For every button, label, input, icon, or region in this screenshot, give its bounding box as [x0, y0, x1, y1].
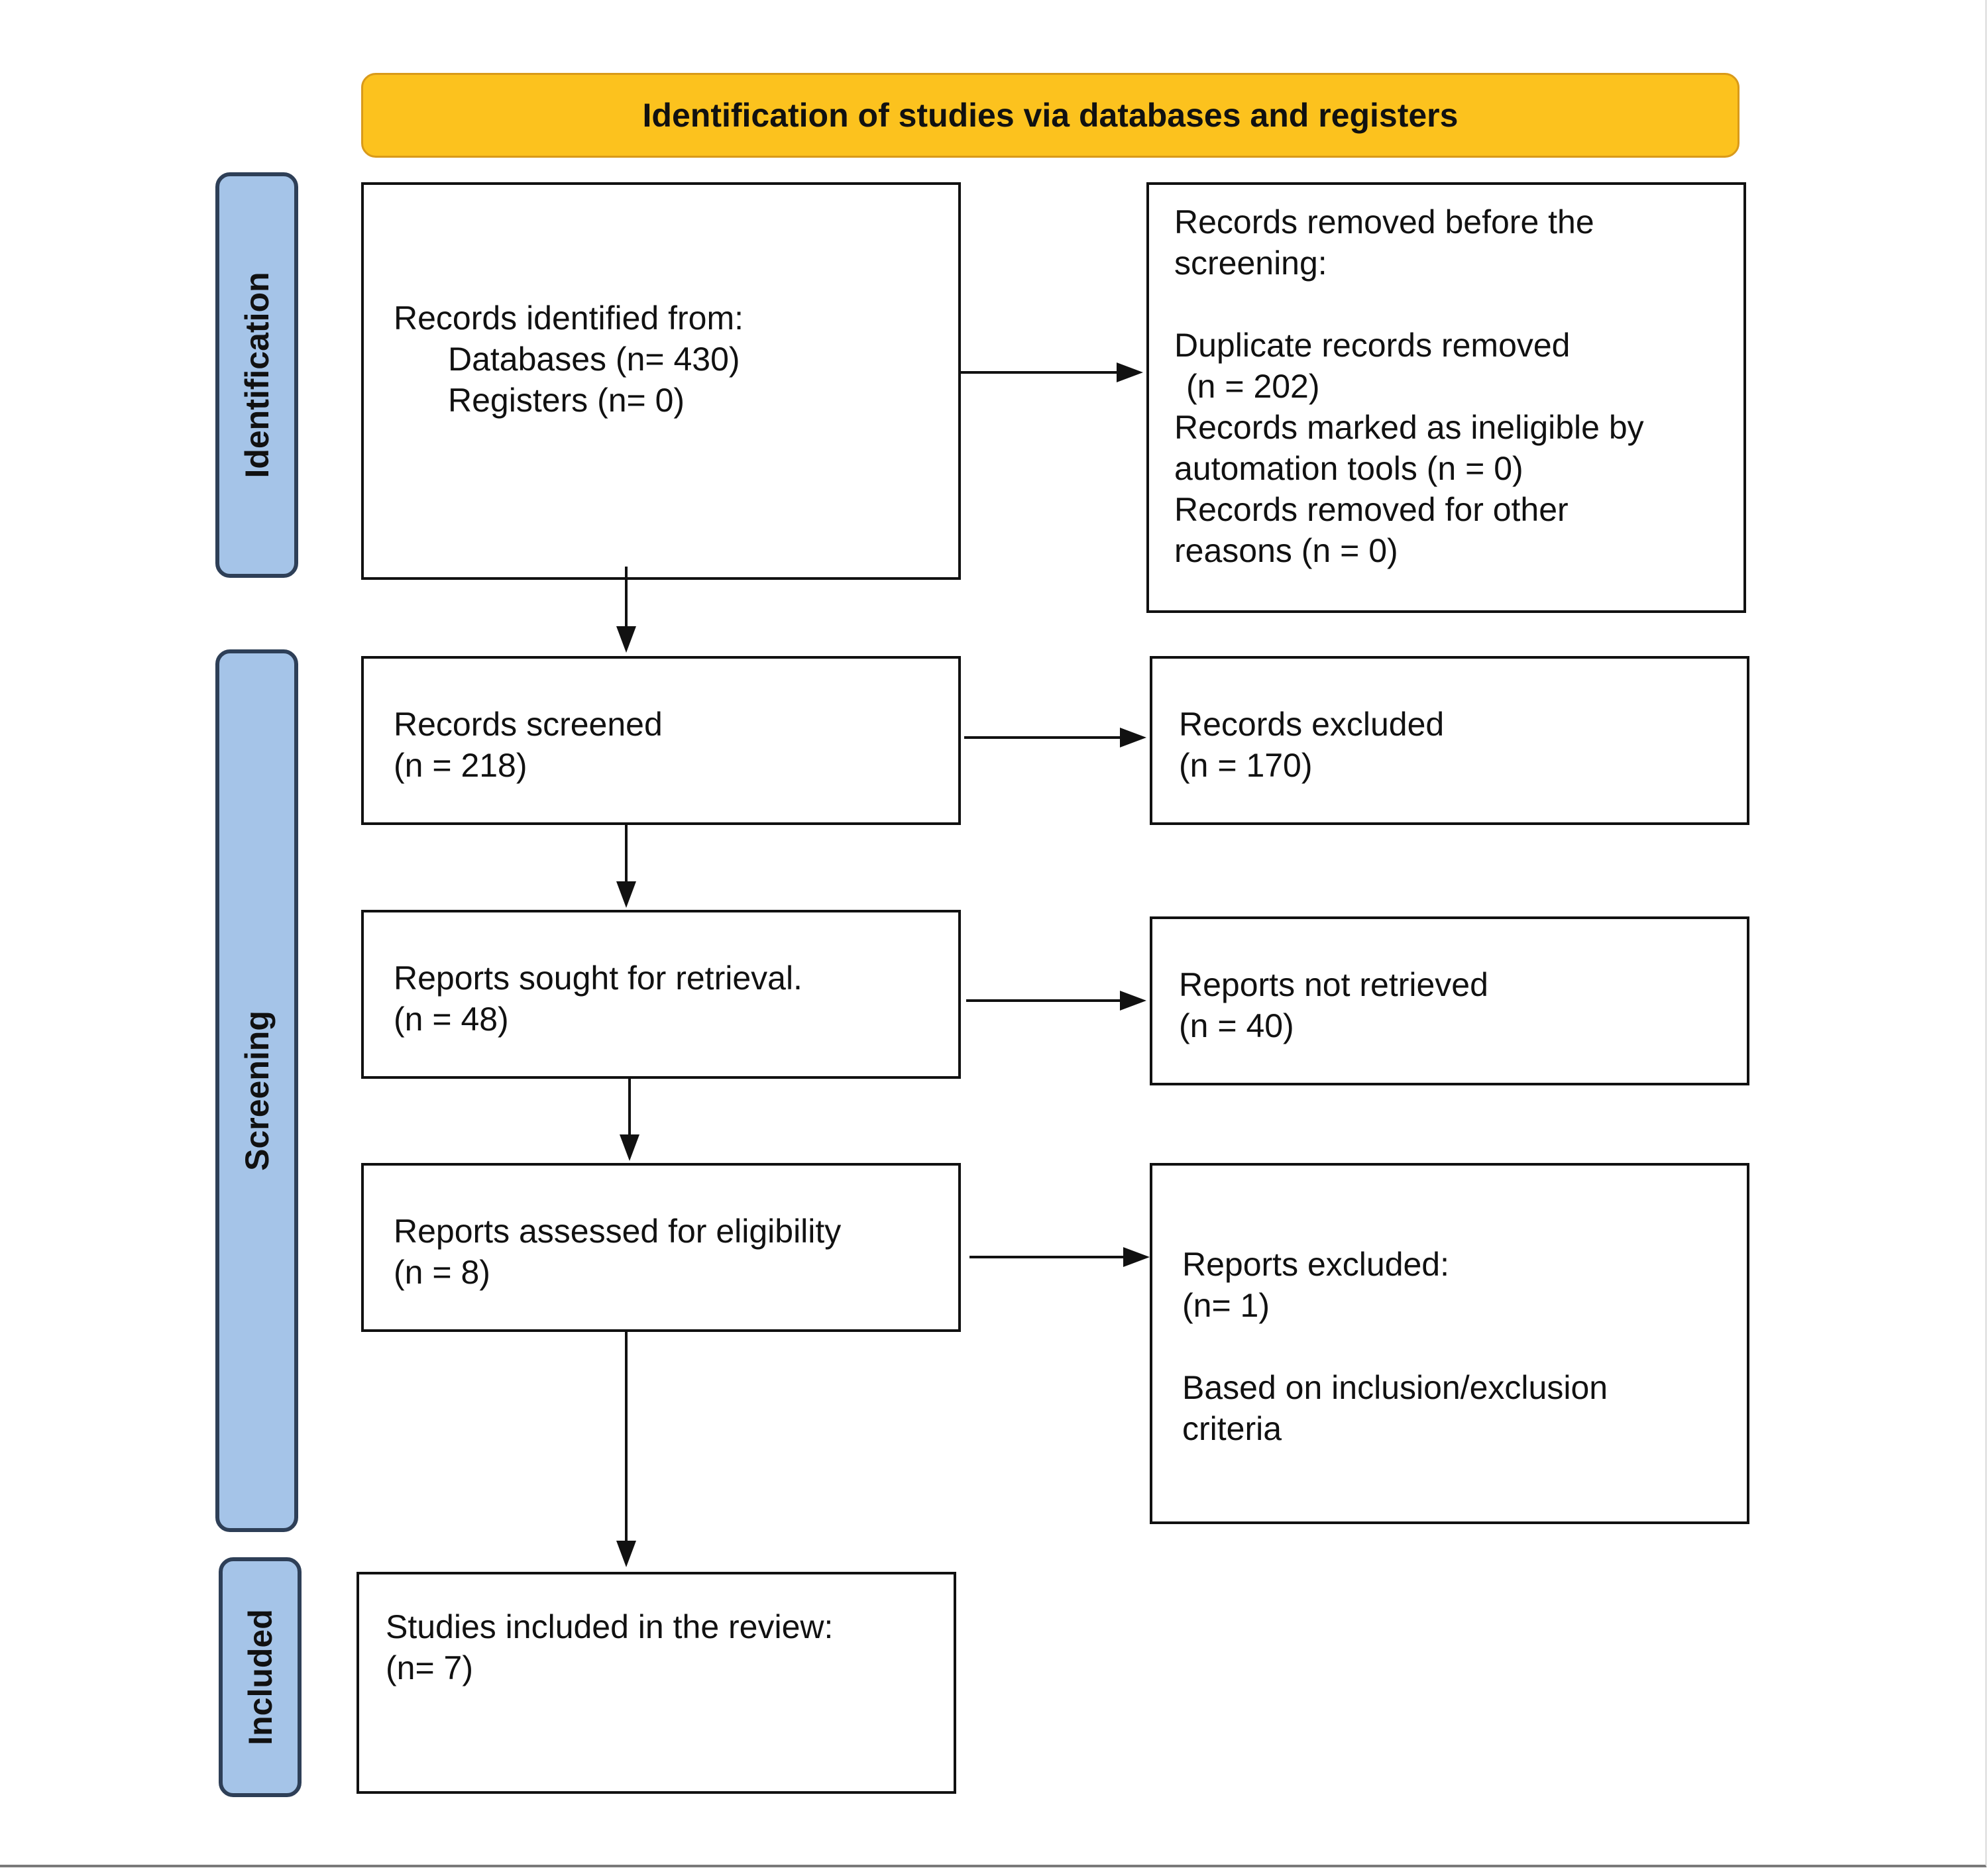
box-reports-excluded: Reports excluded: (n= 1) Based on inclus… [1150, 1163, 1749, 1524]
included-count: (n= 7) [386, 1649, 474, 1686]
arrowhead-identified-to-screened [616, 626, 636, 653]
removed-line1: Records removed before the [1174, 203, 1594, 241]
header-banner: Identification of studies via databases … [361, 73, 1740, 158]
box-records-screened: Records screened (n = 218) [361, 656, 961, 825]
arrowhead-screened-to-excluded [1120, 728, 1146, 747]
reports-excluded-reason: Based on inclusion/exclusion [1182, 1369, 1608, 1406]
arrowhead-sought-to-not-retrieved [1120, 991, 1146, 1011]
removed-ineligible-count: automation tools (n = 0) [1174, 450, 1523, 487]
reports-excluded-reason-cont: criteria [1182, 1410, 1282, 1447]
sought-count: (n = 48) [394, 1001, 509, 1038]
identified-databases: Databases (n= 430) [448, 341, 740, 378]
identified-title: Records identified from: [394, 300, 744, 337]
removed-other-count: reasons (n = 0) [1174, 532, 1398, 569]
box-records-excluded: Records excluded (n = 170) [1150, 656, 1749, 825]
excluded-count: (n = 170) [1179, 747, 1313, 784]
assessed-label: Reports assessed for eligibility [394, 1213, 842, 1250]
excluded-label: Records excluded [1179, 706, 1445, 743]
arrowhead-sought-to-assessed [620, 1134, 639, 1161]
box-studies-included: Studies included in the review: (n= 7) [357, 1572, 956, 1794]
arrowhead-identified-to-removed [1117, 362, 1143, 382]
removed-line2: screening: [1174, 245, 1327, 282]
arrowhead-assessed-to-included [616, 1541, 636, 1567]
not-retrieved-label: Reports not retrieved [1179, 966, 1488, 1003]
reports-excluded-count: (n= 1) [1182, 1287, 1270, 1324]
arrowhead-screened-to-sought [616, 881, 636, 908]
phase-included: Included [219, 1557, 302, 1797]
identified-registers: Registers (n= 0) [448, 382, 685, 419]
box-reports-not-retrieved: Reports not retrieved (n = 40) [1150, 916, 1749, 1085]
removed-other: Records removed for other [1174, 491, 1569, 528]
removed-ineligible: Records marked as ineligible by [1174, 409, 1644, 446]
box-reports-assessed: Reports assessed for eligibility (n = 8) [361, 1163, 961, 1332]
removed-duplicates: Duplicate records removed [1174, 327, 1571, 364]
included-label: Studies included in the review: [386, 1608, 834, 1645]
assessed-count: (n = 8) [394, 1254, 490, 1291]
not-retrieved-count: (n = 40) [1179, 1007, 1294, 1044]
box-records-identified: Records identified from: Databases (n= 4… [361, 182, 961, 580]
phase-identification: Identification [215, 172, 298, 578]
header-title: Identification of studies via databases … [642, 97, 1459, 134]
phase-screening: Screening [215, 649, 298, 1532]
sought-label: Reports sought for retrieval. [394, 960, 802, 997]
removed-duplicates-count: (n = 202) [1186, 368, 1320, 405]
screened-count: (n = 218) [394, 747, 527, 784]
screened-label: Records screened [394, 706, 663, 743]
arrowhead-assessed-to-reports-excluded [1123, 1247, 1150, 1267]
reports-excluded-label: Reports excluded: [1182, 1246, 1450, 1283]
box-reports-sought: Reports sought for retrieval. (n = 48) [361, 910, 961, 1079]
box-records-removed: Records removed before the screening: Du… [1146, 182, 1746, 613]
